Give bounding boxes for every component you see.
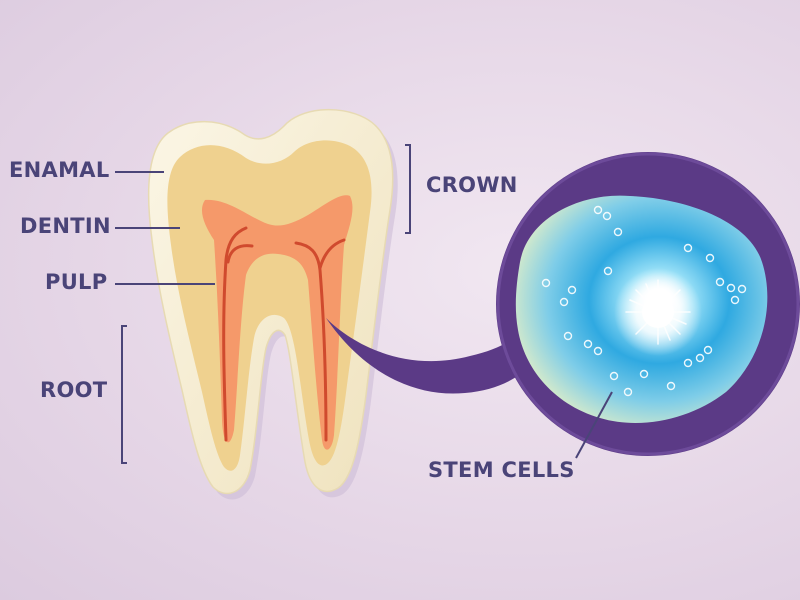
pulp-nerves (222, 226, 346, 442)
stem-cell-vesicles (541, 205, 747, 397)
stem-cell-bubble-rim (496, 152, 800, 456)
stem-cells-leader (575, 391, 613, 459)
label-root: ROOT (40, 378, 108, 402)
label-pulp: PULP (45, 270, 108, 294)
label-crown: CROWN (426, 173, 518, 197)
pulp-chamber (201, 195, 353, 450)
crown-bracket (405, 144, 411, 234)
label-stem-cells: STEM CELLS (428, 458, 575, 482)
label-dentin: DENTIN (20, 214, 111, 238)
stem-cell-callout-connector (326, 318, 536, 394)
leader-lines (115, 144, 613, 464)
label-enamal: ENAMAL (9, 158, 110, 182)
root-bracket (121, 325, 127, 464)
stem-cell-glow (614, 268, 702, 356)
